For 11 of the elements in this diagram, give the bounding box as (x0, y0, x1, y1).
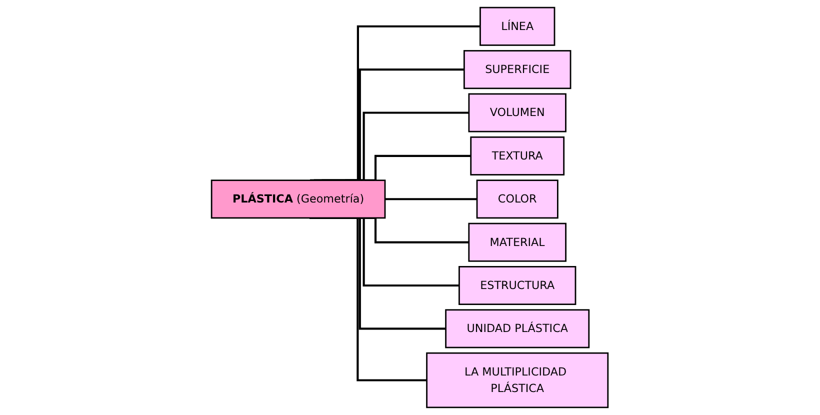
connector (385, 198, 478, 200)
node-box: LÍNEA (480, 6, 556, 46)
node-box: UNIDAD PLÁSTICA (445, 309, 590, 348)
node-box: PLÁSTICA (Geometría) (211, 180, 386, 219)
node-box: TEXTURA (470, 136, 565, 176)
node-box: COLOR (476, 180, 559, 219)
node-box: SUPERFICIE (464, 50, 572, 90)
node-box: LA MULTIPLICIDAD PLÁSTICA (426, 352, 609, 408)
node-box: VOLUMEN (468, 93, 567, 132)
node-box: MATERIAL (468, 222, 567, 262)
node-box: ESTRUCTURA (458, 266, 576, 306)
